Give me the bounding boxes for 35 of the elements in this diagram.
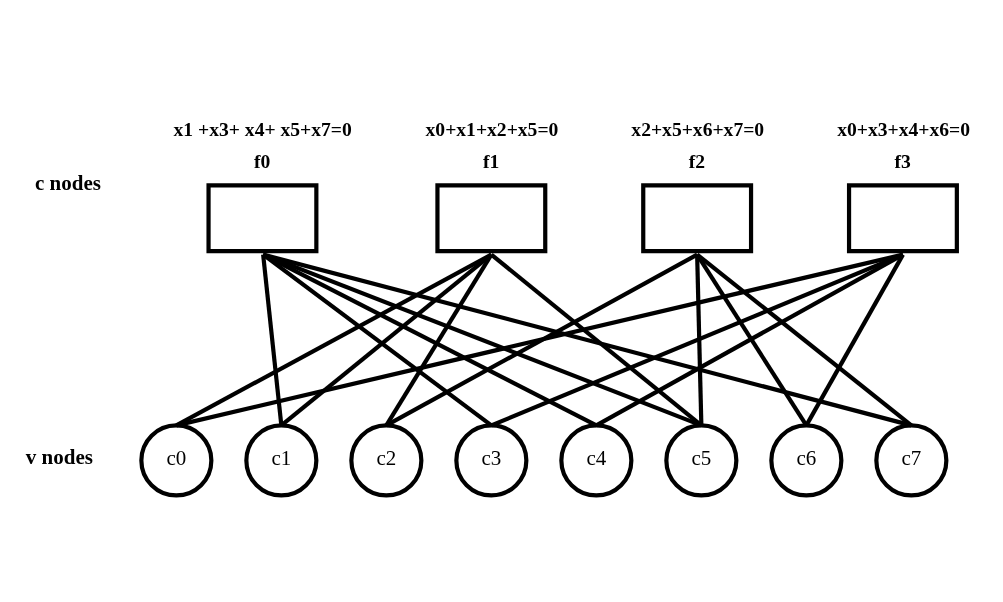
connector: [695, 254, 704, 425]
label: c nodes: [34, 170, 101, 194]
node-label: x0+x1+x2+x5=0: [425, 118, 559, 140]
label: v nodes: [25, 444, 93, 469]
node-circle: c0: [139, 422, 214, 497]
connector: [804, 253, 905, 426]
node-circle: c3: [454, 422, 529, 497]
connector: [262, 252, 598, 427]
node-box: [206, 182, 319, 253]
connector: [695, 252, 913, 427]
node-box: [846, 182, 959, 253]
connector: [695, 252, 809, 427]
node-box: [435, 182, 548, 253]
node-box: [641, 182, 754, 253]
node-label: x0+x3+x4+x6=0: [837, 118, 970, 140]
node-label: f3: [894, 150, 911, 172]
node-label: f2: [688, 150, 706, 172]
node-circle: c2: [349, 422, 424, 497]
node-circle: c7: [874, 422, 949, 497]
connector: [261, 253, 284, 426]
connector: [490, 252, 904, 427]
node-circle: c5: [664, 422, 739, 497]
connector: [595, 252, 904, 427]
node-circle: c4: [559, 422, 634, 497]
connector: [384, 253, 494, 426]
node-label: x2+x5+x6+x7=0: [631, 118, 765, 140]
node-circle: c6: [769, 422, 844, 497]
connector: [175, 252, 493, 427]
connector: [490, 252, 703, 427]
node-label: x1 +x3+ x4+ x5+x7=0: [173, 118, 352, 140]
node-label: f1: [482, 150, 500, 172]
connector: [385, 252, 699, 427]
connector: [262, 252, 703, 427]
node-label: f0: [254, 150, 271, 172]
node-circle: c1: [244, 422, 319, 497]
